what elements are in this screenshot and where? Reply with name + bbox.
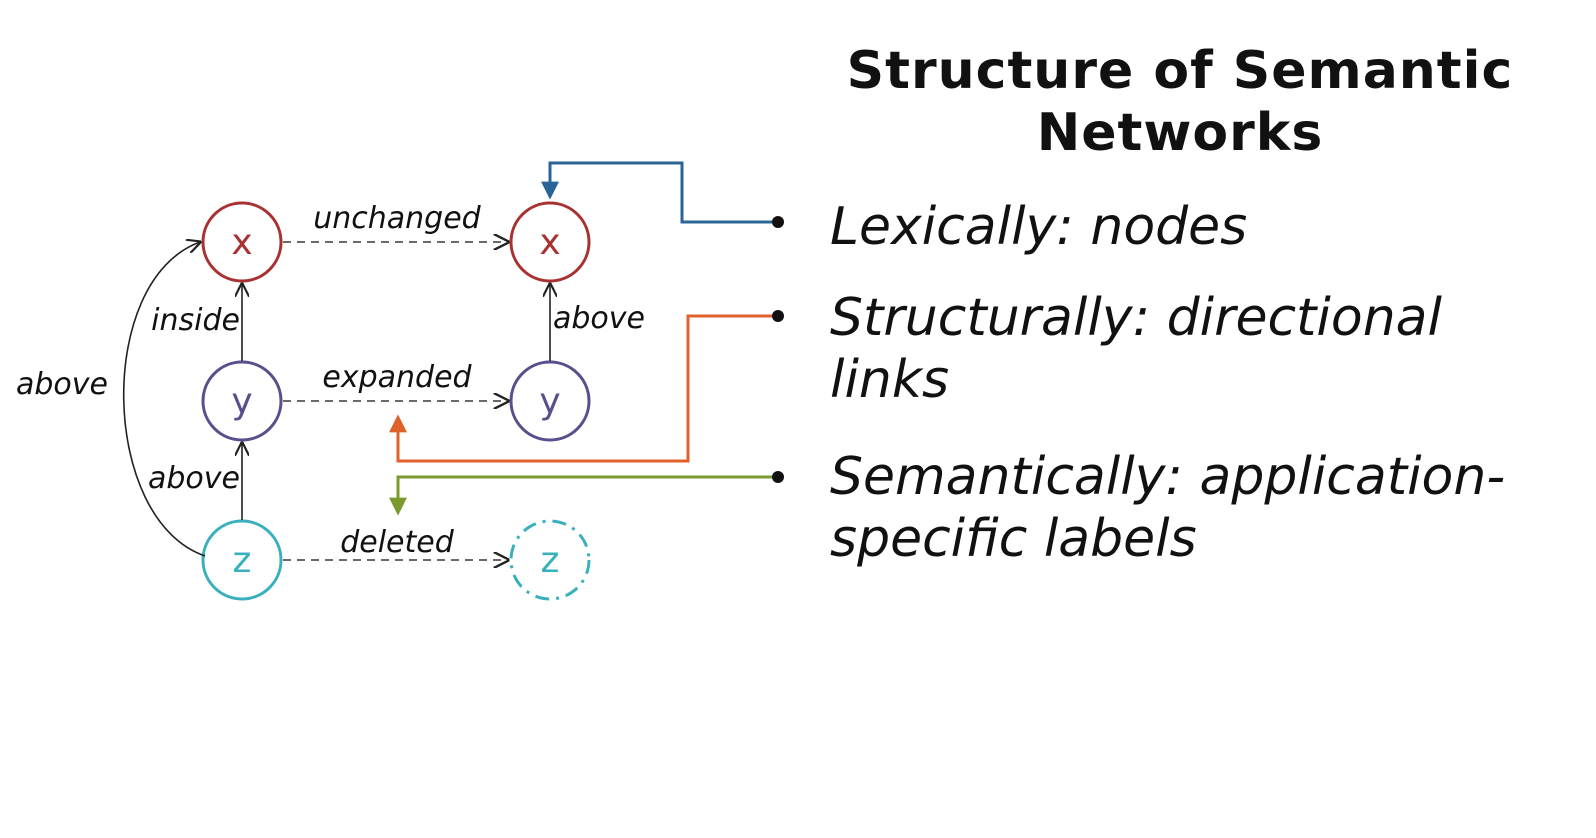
node-z-left: z <box>201 519 283 601</box>
node-z-right-deleted: z <box>509 519 591 601</box>
label-expanded: expanded <box>322 360 472 395</box>
bullet-semantically: Semantically: application-specific label… <box>830 447 1506 569</box>
label-inside: inside <box>151 303 240 338</box>
label-above-curve: above <box>16 367 108 402</box>
bullet-structurally: Structurally: directional links <box>830 288 1442 410</box>
structural-connector <box>389 310 784 463</box>
node-y-right: y <box>509 360 591 442</box>
page-title: Structure of Semantic Networks <box>846 41 1514 163</box>
node-y-left-label: y <box>231 381 252 422</box>
edge-z-above-x-curve <box>122 242 206 557</box>
node-x-left: x <box>201 201 283 283</box>
node-x-right-label: x <box>539 222 560 263</box>
semantic-connector <box>389 471 784 516</box>
node-y-right-label: y <box>539 381 560 422</box>
bullet-dot-1 <box>772 216 784 228</box>
node-z-right-label: z <box>541 540 560 581</box>
node-x-left-label: x <box>231 222 252 263</box>
bullet-dot-3 <box>772 471 784 483</box>
node-z-left-label: z <box>233 540 252 581</box>
lexical-connector <box>541 161 784 228</box>
bullet-lexically: Lexically: nodes <box>830 197 1248 257</box>
label-above-right: above <box>553 301 645 336</box>
bullet-dot-2 <box>772 310 784 322</box>
node-x-right: x <box>509 201 591 283</box>
label-above-yz: above <box>148 461 240 496</box>
node-y-left: y <box>201 360 283 442</box>
label-unchanged: unchanged <box>313 201 481 236</box>
label-deleted: deleted <box>340 525 455 560</box>
